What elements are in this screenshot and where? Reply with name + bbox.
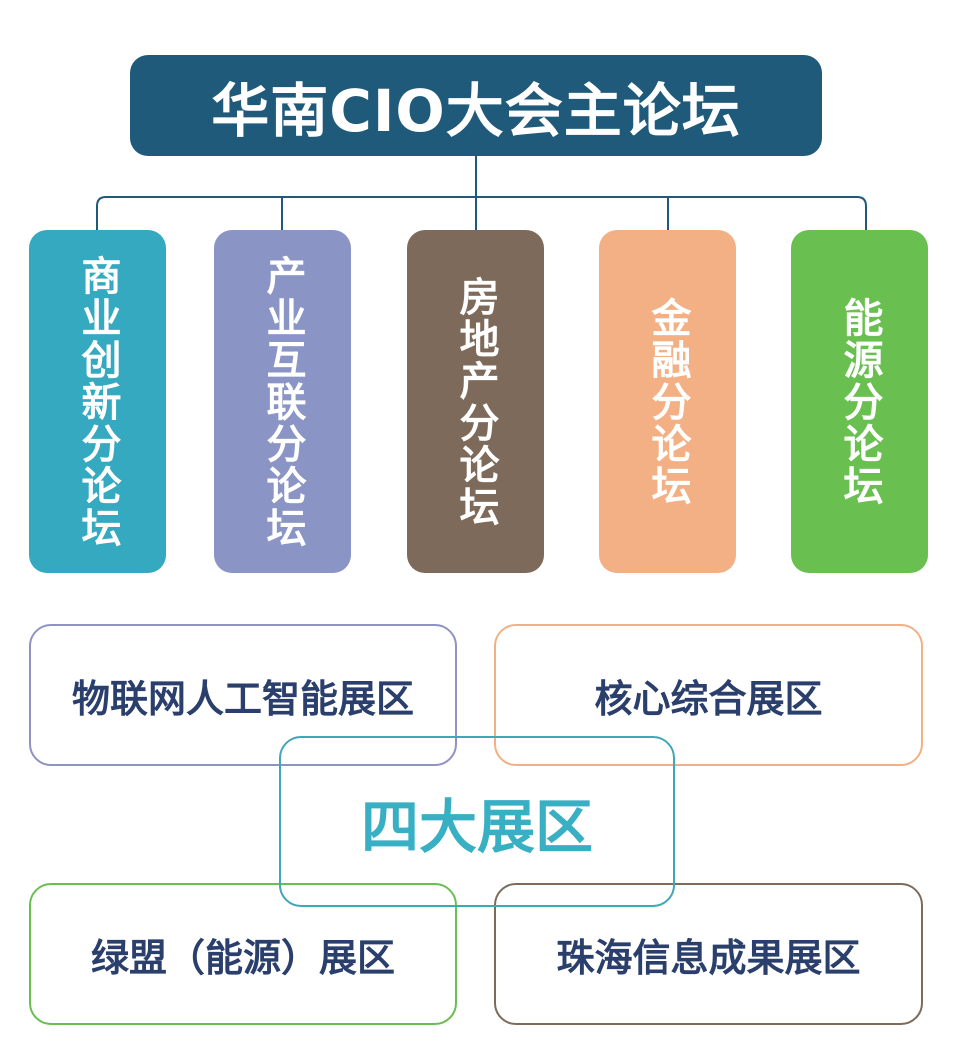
forum-label: 金融分论坛 bbox=[644, 296, 691, 507]
zone-label: 珠海信息成果展区 bbox=[556, 935, 861, 980]
zone-label: 物联网人工智能展区 bbox=[71, 676, 414, 721]
forum-real-estate: 房地产分论坛 bbox=[407, 230, 544, 573]
zone-iot-ai: 物联网人工智能展区 bbox=[29, 624, 457, 766]
forum-label: 商业创新分论坛 bbox=[74, 254, 121, 549]
forum-label: 能源分论坛 bbox=[836, 296, 883, 507]
zone-green-alliance: 绿盟（能源）展区 bbox=[29, 883, 457, 1025]
main-forum-title: 华南CIO大会主论坛 bbox=[130, 55, 822, 156]
forum-industrial-internet: 产业互联分论坛 bbox=[214, 230, 351, 573]
forum-label: 房地产分论坛 bbox=[452, 275, 499, 528]
zone-core-comprehensive: 核心综合展区 bbox=[494, 624, 923, 766]
forum-business-innovation: 商业创新分论坛 bbox=[29, 230, 166, 573]
forum-label: 产业互联分论坛 bbox=[259, 254, 306, 549]
zone-zhuhai-info: 珠海信息成果展区 bbox=[494, 883, 923, 1025]
forum-energy: 能源分论坛 bbox=[791, 230, 928, 573]
zones-title: 四大展区 bbox=[279, 736, 675, 907]
zone-label: 核心综合展区 bbox=[594, 676, 823, 721]
forum-finance: 金融分论坛 bbox=[599, 230, 736, 573]
zone-label: 绿盟（能源）展区 bbox=[90, 935, 395, 980]
